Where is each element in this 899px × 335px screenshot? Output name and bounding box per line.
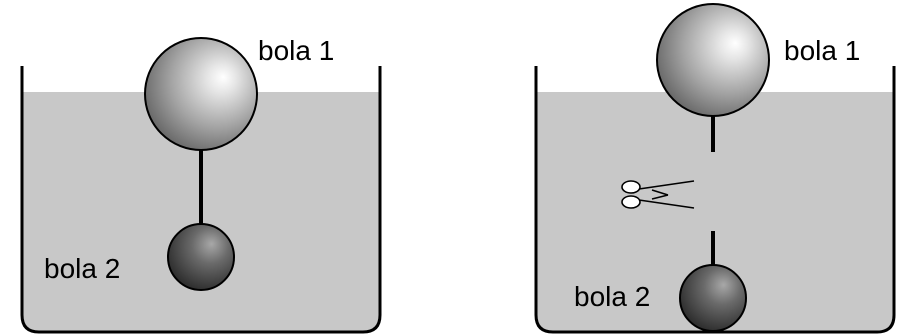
left-ball-2-label: bola 2 xyxy=(44,253,120,284)
left-ball-2 xyxy=(167,223,235,291)
right-setup: bola 1 bola 2 xyxy=(534,3,896,334)
scissors-icon xyxy=(621,180,695,209)
right-liquid xyxy=(536,92,894,332)
left-ball-1 xyxy=(144,37,258,151)
left-container xyxy=(20,66,382,334)
right-ball-1 xyxy=(656,3,770,117)
right-ball-1-label: bola 1 xyxy=(784,35,860,66)
right-ball-2 xyxy=(679,264,747,332)
right-container xyxy=(534,66,896,334)
left-setup: bola 1 bola 2 xyxy=(20,35,382,334)
right-ball-2-label: bola 2 xyxy=(574,281,650,312)
left-ball-1-label: bola 1 xyxy=(258,35,334,66)
